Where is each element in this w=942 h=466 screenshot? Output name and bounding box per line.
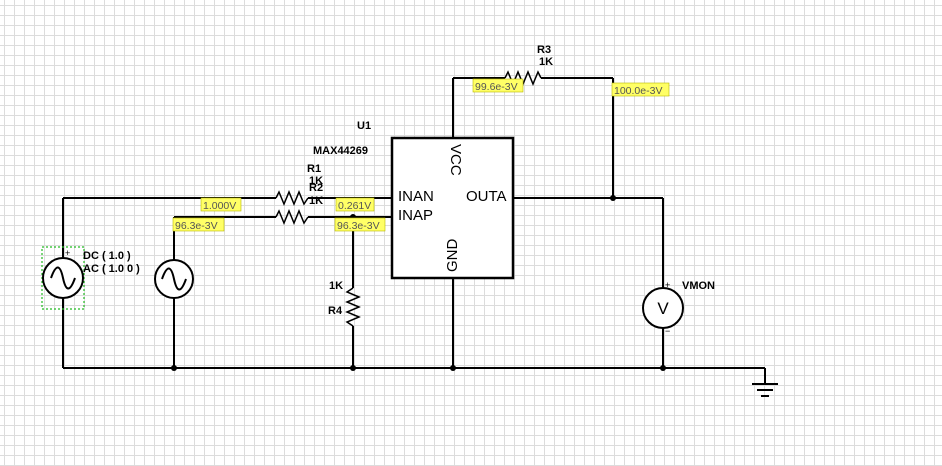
u1-part-number: MAX44269	[313, 145, 368, 157]
r4-name: R4	[328, 305, 343, 317]
source1-dc-label: DC ( 1.0 )	[83, 250, 131, 262]
voltmeter-icon: V	[657, 299, 669, 318]
pin-outa: OUTA	[466, 188, 507, 205]
ac-source-1[interactable]	[42, 257, 84, 299]
pin-inan: INAN	[398, 188, 434, 205]
r1-name: R1	[307, 163, 321, 175]
r2-name: R2	[309, 182, 323, 194]
probe-voltage-in: 1.000V	[203, 200, 236, 212]
voltmeter-vmon[interactable]	[642, 287, 684, 329]
probe-bg-inap	[334, 217, 386, 232]
ac-source-icon	[161, 267, 187, 291]
pin-gnd: GND	[444, 239, 461, 273]
r2-resistor[interactable]	[275, 209, 309, 225]
vmon-minus-sign: −	[665, 326, 670, 336]
wires	[62, 77, 766, 383]
probe-voltage-fb-left: 99.6e-3V	[475, 81, 518, 93]
probe-bg-fb-left	[472, 78, 524, 93]
r1-resistor[interactable]	[275, 190, 309, 206]
source1-plus-sign: +	[65, 248, 70, 258]
r4-value: 1K	[329, 280, 343, 292]
pin-inap: INAP	[398, 207, 433, 224]
r3-value: 1K	[539, 56, 553, 68]
r1-value: 1K	[309, 175, 323, 187]
vmon-plus-sign: +	[665, 280, 670, 290]
source1-ac-label: AC ( 1.0 0 )	[83, 263, 140, 275]
probe-bg-in	[200, 197, 242, 212]
probe-bg-inan	[335, 197, 375, 212]
probe-bg-fb-right	[611, 82, 670, 97]
probe-voltage-in2: 96.3e-3V	[175, 220, 218, 232]
r2-value: 1K	[309, 195, 323, 207]
pin-vcc: VCC	[447, 144, 464, 176]
r4-resistor[interactable]	[345, 287, 361, 327]
ac-source-icon	[50, 266, 76, 290]
r3-name: R3	[537, 44, 551, 56]
vmon-label: VMON	[682, 280, 715, 292]
ac-source-2[interactable]	[154, 259, 194, 299]
probe-voltage-fb-right: 100.0e-3V	[614, 85, 662, 97]
ground-icon	[752, 383, 778, 397]
probe-voltage-inap: 96.3e-3V	[337, 220, 380, 232]
probe-bg-in2	[172, 217, 225, 232]
probe-voltage-inan: 0.261V	[338, 200, 371, 212]
u1-designator: U1	[357, 120, 371, 132]
u1-opamp-body[interactable]	[390, 136, 515, 280]
